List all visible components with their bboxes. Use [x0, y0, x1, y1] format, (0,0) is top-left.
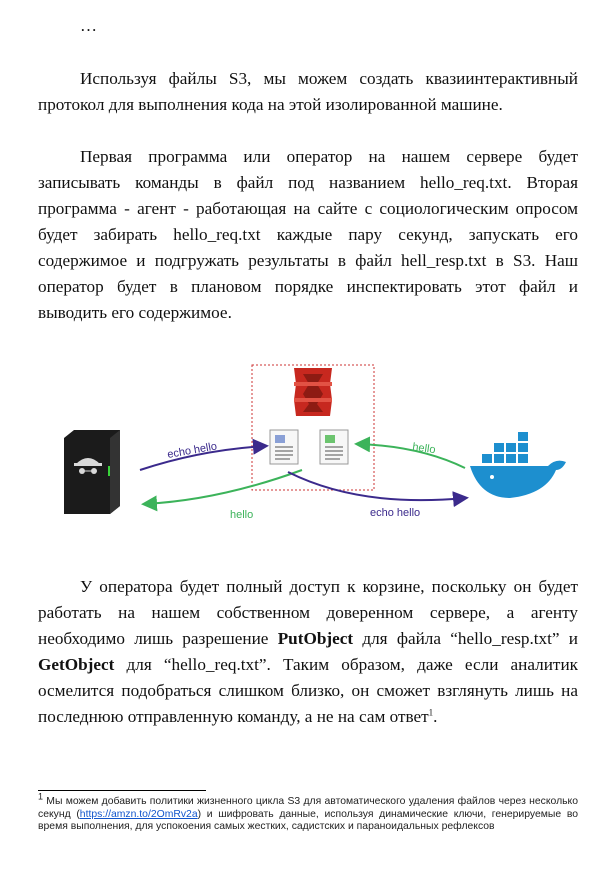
arrow-s3-to-agent	[287, 471, 469, 508]
footnote: 1 Мы можем добавить политики жизненного …	[38, 792, 579, 834]
para3-text-1: У оператора будет полный доступ к корзин…	[38, 577, 578, 648]
footnote-divider	[38, 790, 206, 791]
para3-text-2: для файла “hello_resp.txt” и	[353, 629, 578, 648]
paragraph-permissions: У оператора будет полный доступ к корзин…	[38, 574, 578, 730]
paragraph-intro: Используя файлы S3, мы можем создать ква…	[38, 69, 578, 114]
paragraph-operator-agent: Первая программа или оператор на нашем с…	[38, 147, 578, 322]
s3-protocol-diagram: echo hello hello hello echo hello	[64, 364, 566, 521]
para3-text-end: .	[433, 707, 438, 726]
put-object-term: PutObject	[277, 629, 354, 648]
hello-req-file-icon	[269, 429, 299, 465]
label-hello-bottom: hello	[230, 509, 253, 521]
arrow-s3-to-operator	[141, 469, 303, 512]
arrow-operator-to-s3	[139, 438, 269, 471]
footnote-text-1: Мы можем добавить политики жизненного ци…	[38, 796, 578, 820]
s3-bucket-box	[251, 364, 375, 491]
footnote-link[interactable]: https://amzn.to/2OmRv2a	[79, 808, 198, 820]
docker-agent-icon	[470, 432, 566, 498]
footnote-text-2: ) и шифровать данные, используя динамиче…	[38, 808, 579, 833]
get-object-term: GetObject	[38, 655, 115, 674]
label-echo-hello-bottom: echo hello	[370, 507, 420, 519]
footnote-mark: 1	[38, 791, 44, 802]
s3-logo-icon	[294, 368, 332, 416]
footnote-reference[interactable]: 1	[428, 707, 434, 718]
label-hello-top: hello	[412, 441, 437, 456]
operator-server-icon	[64, 430, 120, 514]
hello-resp-file-icon	[319, 429, 349, 465]
para3-text-3: для “hello_req.txt”. Таким образом, даже…	[38, 655, 578, 726]
label-echo-hello-top: echo hello	[166, 440, 217, 461]
ellipsis: …	[80, 16, 97, 35]
arrow-agent-to-s3	[354, 436, 466, 469]
